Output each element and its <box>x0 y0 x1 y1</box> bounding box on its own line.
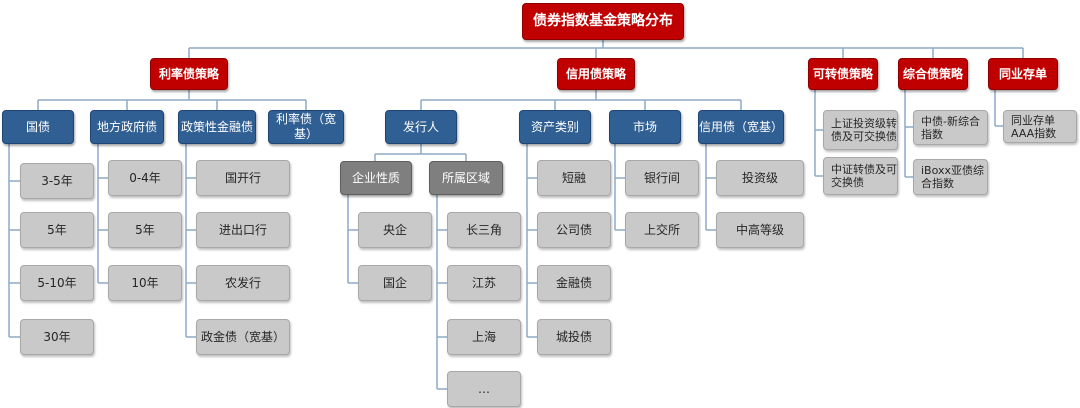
leaf-market-1: 银行间 <box>625 160 699 196</box>
leaf-credit-broad-2: 中高等级 <box>716 212 804 248</box>
leaf-treasury-3: 5-10年 <box>20 265 94 301</box>
leaf-local-gov-2: 5年 <box>108 212 182 248</box>
leaf-enterprise-2: 国企 <box>358 265 432 301</box>
leaf-region-2: 江苏 <box>447 265 521 301</box>
group-asset-class: 资产类别 <box>519 110 591 144</box>
leaf-region-1: 长三角 <box>447 212 521 248</box>
group-market: 市场 <box>609 110 681 144</box>
leaf-region-4: … <box>447 371 521 407</box>
leaf-local-gov-1: 0-4年 <box>108 160 182 196</box>
leaf-enterprise-1: 央企 <box>358 212 432 248</box>
subgroup-region: 所属区域 <box>429 161 503 195</box>
leaf-market-2: 上交所 <box>625 212 699 248</box>
leaf-policy-bank-2: 进出口行 <box>196 212 290 248</box>
leaf-convertible-2: 中证转债及可交换债 <box>823 157 898 195</box>
leaf-asset-class-3: 金融债 <box>537 265 611 301</box>
group-issuer: 发行人 <box>385 110 457 144</box>
leaf-credit-broad-1: 投资级 <box>716 160 804 196</box>
leaf-treasury-4: 30年 <box>20 319 94 355</box>
category-comprehensive-strategy: 综合债策略 <box>898 58 968 90</box>
leaf-comprehensive-2: iBoxx亚债综合指数 <box>913 159 988 195</box>
category-interbank-cd: 同业存单 <box>988 58 1058 90</box>
leaf-treasury-1: 3-5年 <box>20 163 94 199</box>
leaf-asset-class-4: 城投债 <box>537 319 611 355</box>
leaf-convertible-1: 上证投资级转债及可交换债 <box>823 110 898 150</box>
category-convertible-strategy: 可转债策略 <box>808 58 878 90</box>
leaf-policy-bank-4: 政金债（宽基） <box>196 319 290 355</box>
leaf-asset-class-2: 公司债 <box>537 212 611 248</box>
group-credit-broad: 信用债（宽基） <box>698 110 784 144</box>
leaf-asset-class-1: 短融 <box>537 160 611 196</box>
group-local-gov: 地方政府债 <box>90 110 164 144</box>
category-rate-strategy: 利率债策略 <box>150 58 228 90</box>
leaf-treasury-2: 5年 <box>20 212 94 248</box>
leaf-local-gov-3: 10年 <box>108 265 182 301</box>
group-policy-bank: 政策性金融债 <box>178 110 256 144</box>
leaf-policy-bank-3: 农发行 <box>196 265 290 301</box>
subgroup-enterprise-nature: 企业性质 <box>340 161 412 195</box>
group-treasury: 国债 <box>2 110 74 144</box>
leaf-region-3: 上海 <box>447 319 521 355</box>
leaf-comprehensive-1: 中债-新综合指数 <box>913 110 988 145</box>
leaf-interbank-1: 同业存单AAA指数 <box>1003 110 1077 143</box>
root-title: 债券指数基金策略分布 <box>522 3 684 40</box>
leaf-policy-bank-1: 国开行 <box>196 160 290 196</box>
category-credit-strategy: 信用债策略 <box>557 58 635 90</box>
group-rate-broad: 利率债（宽基） <box>268 110 344 144</box>
